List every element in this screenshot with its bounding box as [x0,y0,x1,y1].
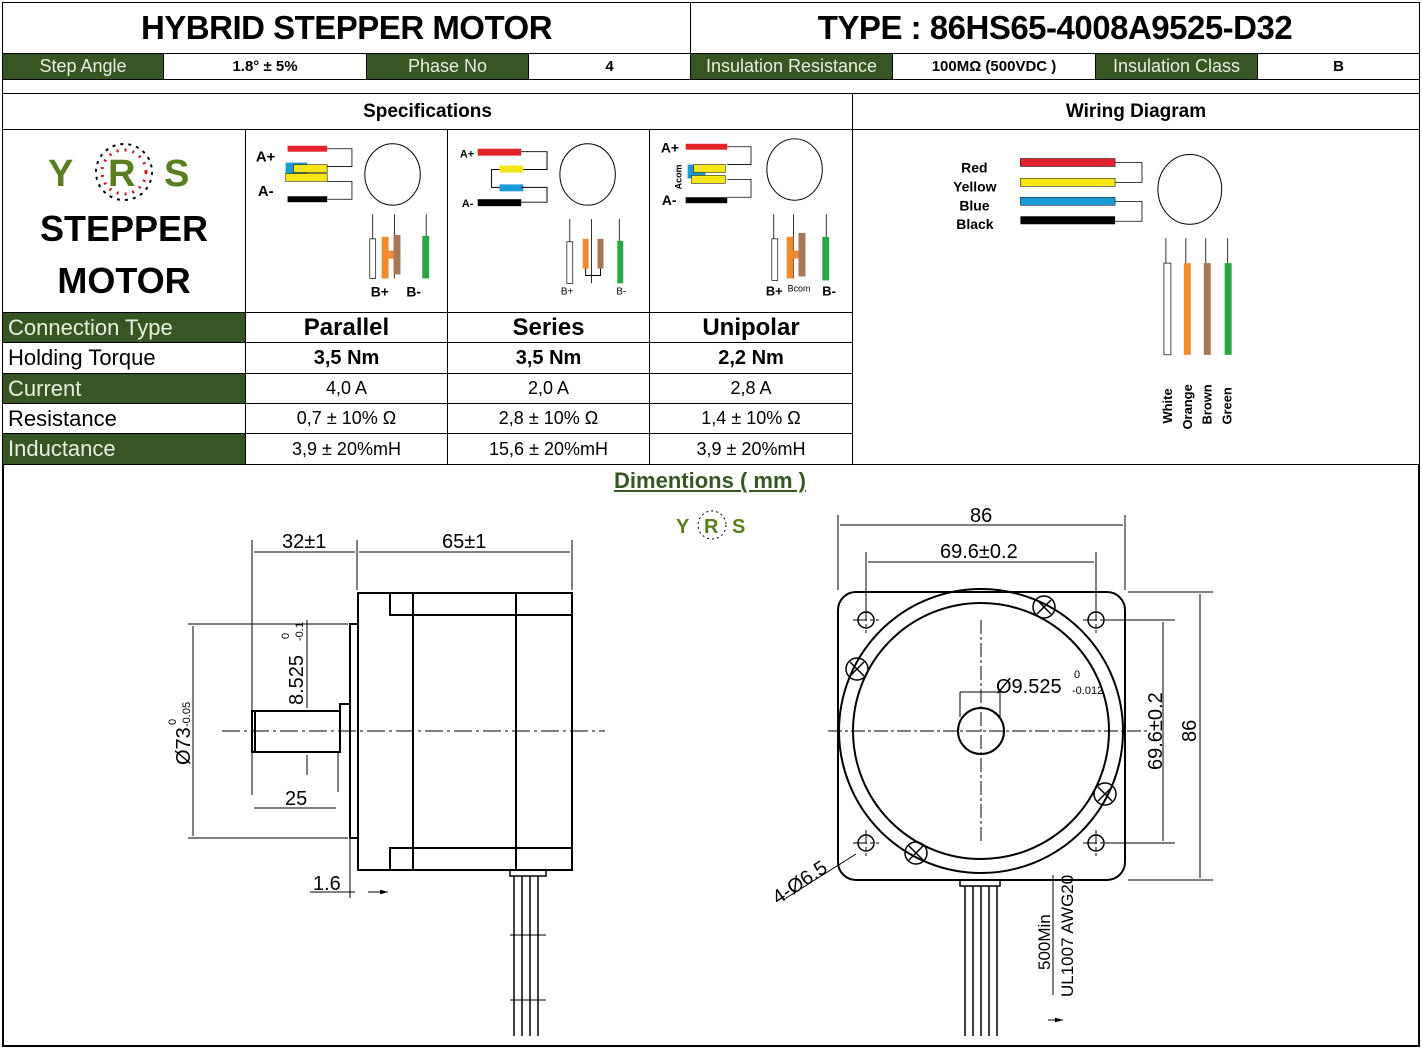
a-plus-label: A+ [661,140,679,156]
phase-no-label: Phase No [366,53,529,80]
a-minus-label: A- [462,198,474,210]
cell-torque-unipolar: 2,2 Nm [649,342,853,374]
b-plus-label: B+ [766,283,783,298]
front-view-labels: 86 69.6±0.2 Ø9.525 0 -0.012 69.6±0.2 86 … [768,505,1201,997]
row-label-inductance: Inductance [2,433,246,465]
b-plus-label: B+ [371,283,389,299]
parallel-diagram: A+ A- B+ B- [245,129,448,313]
flat-dim: 8.525 [286,655,308,705]
shaft-tol-lower: -0.012 [1072,685,1103,697]
svg-text:S: S [164,153,189,195]
flat-length-dim: 25 [285,788,307,810]
height-dim: 86 [1179,720,1201,742]
svg-text:S: S [732,516,745,538]
body-length-dim: 65±1 [442,531,486,553]
row-label-resistance: Resistance [2,403,246,434]
width-dim: 86 [970,505,992,527]
cell-resistance-series: 2,8 ± 10% Ω [447,403,650,434]
a-plus-label: A+ [256,150,276,166]
svg-text:R: R [704,516,719,538]
flange-dia-dim: Ø73 [173,727,195,765]
shaft-tol-upper: 0 [1074,669,1080,681]
lead-length-dim: 500Min [1035,914,1054,970]
svg-text:R: R [108,153,135,195]
cell-inductance-parallel: 3,9 ± 20%mH [245,433,448,465]
flat-tol-lower: -0.1 [294,622,306,641]
a-com-label: Acom [674,164,684,189]
insulation-resistance-label: Insulation Resistance [690,53,893,80]
flange-tol-lower: -0.05 [181,702,193,727]
logo-cell: Y R S STEPPER MOTOR [2,129,246,313]
cell-inductance-unipolar: 3,9 ± 20%mH [649,433,853,465]
side-view [188,540,605,1036]
b-minus-label: B- [406,283,421,299]
logo-line1: STEPPER [39,208,209,249]
wire-label-white: White [1160,388,1175,423]
holes-dim: 4-Ø6.5 [768,857,831,909]
flange-tol-upper: 0 [167,719,179,725]
series-diagram: A+ A- B+ B- [447,129,650,313]
hole-spacing-dim: 69.6±0.2 [940,541,1018,563]
shaft-dia-dim: Ø9.525 [996,676,1062,698]
hole-spacing-v-dim: 69.6±0.2 [1145,692,1167,770]
step-angle-value: 1.8° ± 5% [163,53,367,80]
wire-label-blue: Blue [959,197,989,213]
b-com-label: Bcom [788,283,811,293]
row-label-current: Current [2,373,246,404]
cell-resistance-unipolar: 1,4 ± 10% Ω [649,403,853,434]
row-label-holding-torque: Holding Torque [2,342,246,374]
logo-line2: MOTOR [57,260,191,301]
shaft-length-dim: 32±1 [282,531,326,553]
wire-label-black: Black [956,216,993,232]
lead-spec-dim: UL1007 AWG20 [1058,875,1077,997]
wire-label-yellow: Yellow [953,178,997,194]
front-view [782,515,1213,1036]
a-plus-label: A+ [460,149,474,161]
svg-text:Y: Y [48,153,73,195]
b-minus-label: B- [822,283,836,298]
wiring-diagram: Red Yellow Blue Black White Orange Brown… [852,129,1420,465]
svg-text:Y: Y [676,516,690,538]
cell-current-series: 2,0 A [447,373,650,404]
wire-label-red: Red [961,159,987,175]
flange-thickness-dim: 1.6 [313,873,341,895]
flat-tol-upper: 0 [280,633,292,639]
wiring-diagram-header: Wiring Diagram [852,93,1420,130]
a-minus-label: A- [258,184,274,200]
cell-resistance-parallel: 0,7 ± 10% Ω [245,403,448,434]
side-view-labels: 32±1 65±1 25 1.6 Ø73 0 -0.05 8.525 0 -0.… [167,531,486,895]
b-minus-label: B- [616,286,626,297]
cell-torque-parallel: 3,5 Nm [245,342,448,374]
wire-label-brown: Brown [1200,384,1215,424]
unipolar-diagram: A+ A- Acom B+ Bcom B- [649,129,853,313]
b-plus-label: B+ [561,286,574,297]
step-angle-label: Step Angle [2,53,164,80]
cell-inductance-series: 15,6 ± 20%mH [447,433,650,465]
dimensions-title: Dimentions ( mm ) [614,468,806,493]
wire-label-orange: Orange [1180,384,1195,429]
cell-current-unipolar: 2,8 A [649,373,853,404]
cell-current-parallel: 4,0 A [245,373,448,404]
wire-label-green: Green [1220,387,1235,424]
yrs-logo: Y R S [48,143,189,201]
insulation-class-label: Insulation Class [1095,53,1258,80]
insulation-resistance-value: 100MΩ (500VDC ) [892,53,1096,80]
a-minus-label: A- [662,192,677,208]
cell-unipolar: Unipolar [649,312,853,343]
